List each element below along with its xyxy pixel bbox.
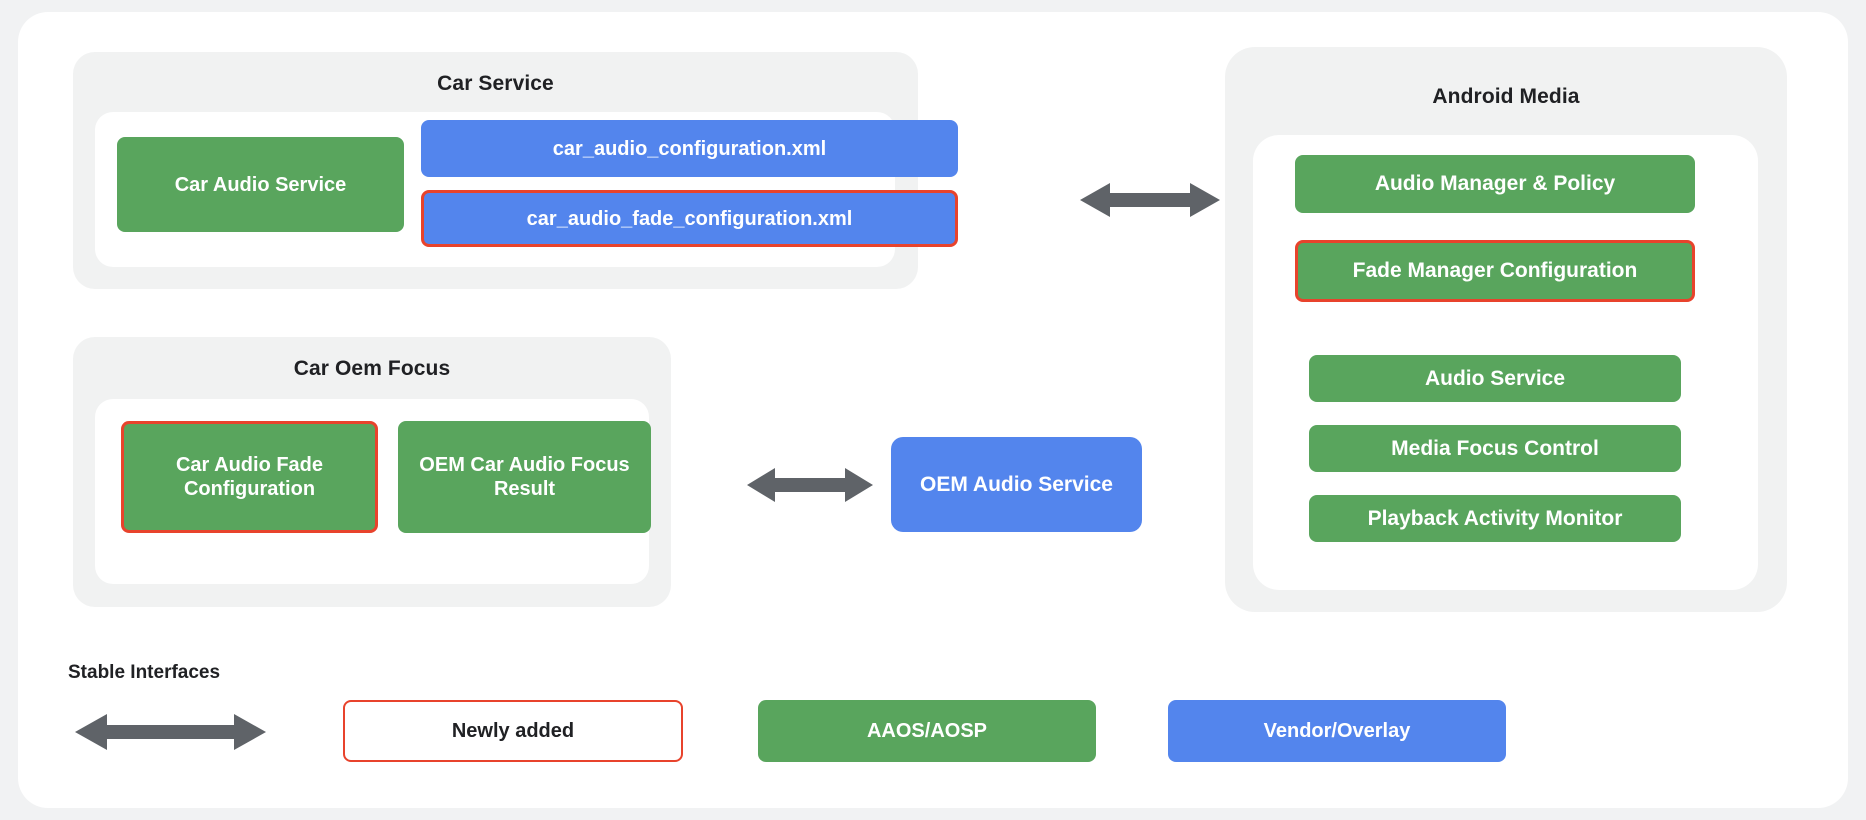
group-car-service-inner-card: Car Audio Service car_audio_configuratio… bbox=[95, 112, 958, 267]
node-car-audio-service-label: Car Audio Service bbox=[174, 173, 347, 196]
node-audio-service-label: Audio Service bbox=[1424, 366, 1566, 390]
group-car-oem-focus-title: Car Oem Focus bbox=[293, 357, 451, 380]
legend-item-newly-added[interactable]: Newly added bbox=[343, 700, 683, 762]
legend-item-newly-added-label: Newly added bbox=[451, 719, 575, 742]
legend-item-vendor-overlay[interactable]: Vendor/Overlay bbox=[1168, 700, 1506, 762]
legend-item-aaos-aosp-label: AAOS/AOSP bbox=[866, 719, 988, 742]
node-car-audio-fade-configuration[interactable]: Car Audio Fade Configuration bbox=[121, 421, 378, 533]
node-playback-activity-monitor[interactable]: Playback Activity Monitor bbox=[1309, 495, 1681, 542]
group-android-media-inner-card: Audio Manager & Policy Fade Manager Conf… bbox=[1253, 135, 1758, 590]
node-audio-manager-and-policy-label: Audio Manager & Policy bbox=[1374, 172, 1616, 196]
node-oem-audio-service-label: OEM Audio Service bbox=[920, 472, 1113, 496]
node-fade-manager-configuration-label: Fade Manager Configuration bbox=[1352, 259, 1638, 283]
group-car-service-title: Car Service bbox=[437, 72, 554, 95]
group-car-oem-focus-inner-card: Car Audio Fade Configuration OEM Car Aud… bbox=[95, 399, 651, 584]
legend-item-vendor-overlay-label: Vendor/Overlay bbox=[1263, 719, 1411, 742]
node-oem-audio-service[interactable]: OEM Audio Service bbox=[891, 437, 1142, 532]
legend-item-aaos-aosp[interactable]: AAOS/AOSP bbox=[758, 700, 1096, 762]
group-android-media-title: Android Media bbox=[1432, 85, 1580, 108]
node-car-audio-fade-configuration-xml[interactable]: car_audio_fade_configuration.xml bbox=[421, 190, 958, 247]
node-audio-manager-and-policy[interactable]: Audio Manager & Policy bbox=[1295, 155, 1695, 213]
group-car-oem-focus: Car Oem Focus Car Audio Fade Configurati… bbox=[73, 337, 671, 607]
legend-stable-interfaces-arrow bbox=[73, 712, 268, 752]
group-car-service: Car Service Car Audio Service car_audio_… bbox=[73, 52, 958, 289]
node-playback-activity-monitor-label: Playback Activity Monitor bbox=[1367, 506, 1623, 530]
node-car-audio-fade-configuration-xml-label: car_audio_fade_configuration.xml bbox=[526, 207, 853, 230]
node-oem-car-audio-focus-result[interactable]: OEM Car Audio Focus Result bbox=[398, 421, 651, 533]
legend-stable-interfaces-label: Stable Interfaces bbox=[68, 662, 221, 683]
node-audio-service[interactable]: Audio Service bbox=[1309, 355, 1681, 402]
arrow-car-oem-focus-to-oem-audio-service bbox=[745, 465, 875, 505]
node-car-audio-fade-configuration-label: Car Audio Fade Configuration bbox=[175, 454, 324, 500]
diagram-canvas: Car Service Car Audio Service car_audio_… bbox=[18, 12, 1848, 808]
node-car-audio-service[interactable]: Car Audio Service bbox=[117, 137, 404, 232]
arrow-car-service-to-android-media bbox=[1078, 180, 1222, 220]
node-media-focus-control-label: Media Focus Control bbox=[1391, 436, 1599, 460]
node-car-audio-configuration-xml[interactable]: car_audio_configuration.xml bbox=[421, 120, 958, 177]
group-android-media: Android Media Audio Manager & Policy Fad… bbox=[1225, 47, 1787, 612]
node-oem-car-audio-focus-result-label: OEM Car Audio Focus Result bbox=[419, 454, 630, 500]
node-fade-manager-configuration[interactable]: Fade Manager Configuration bbox=[1295, 240, 1695, 302]
node-media-focus-control[interactable]: Media Focus Control bbox=[1309, 425, 1681, 472]
node-car-audio-configuration-xml-label: car_audio_configuration.xml bbox=[552, 137, 827, 160]
